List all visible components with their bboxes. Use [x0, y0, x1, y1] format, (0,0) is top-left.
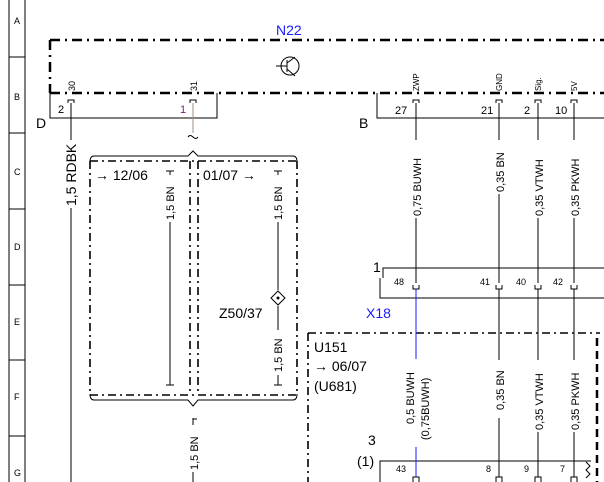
pin-name: Sig. — [534, 77, 543, 91]
wire-label: 1,5 RDBK — [63, 143, 79, 206]
row-label: D — [14, 242, 21, 252]
wire-label: 0,5 BUWH — [405, 372, 417, 424]
pin-number: 9 — [524, 464, 529, 474]
pin-name: 31 — [189, 81, 199, 91]
wire-label: 0,35 VTWH — [534, 159, 546, 216]
pin-number: 42 — [553, 277, 563, 287]
wire-label: 0,35 VTWH — [534, 373, 546, 430]
pin-number: 40 — [516, 277, 526, 287]
pin-number: 27 — [395, 105, 407, 117]
pin-number: 21 — [481, 105, 493, 117]
pin-number: 48 — [394, 277, 404, 287]
row-label: G — [14, 468, 21, 478]
wire-gnd-lower[interactable]: 0,35 BN — [495, 289, 507, 477]
row-label: A — [14, 16, 20, 26]
wire-label: 1,5 BN — [165, 186, 177, 220]
component-u151[interactable]: U151 → 06/07 (U681) 3 (1) 43 8 9 7 — [307, 332, 600, 482]
plug-d-bracket — [49, 93, 218, 119]
wire-sig[interactable]: 0,35 VTWH — [534, 103, 546, 283]
wire-label: 0,35 BN — [495, 152, 507, 192]
wire-31[interactable] — [187, 103, 199, 139]
u151-plug-number: 3 — [368, 432, 376, 448]
wire-gnd[interactable]: 0,35 BN — [495, 103, 507, 283]
z50-label: Z50/37 — [219, 305, 263, 321]
pin-number: 10 — [555, 105, 567, 117]
wire-zwp[interactable]: 0,75 BUWH — [412, 103, 424, 283]
plug-d-label: D — [36, 115, 46, 131]
row-label: B — [14, 92, 20, 102]
wire-5v-lower[interactable]: 0,35 PKWH — [570, 289, 582, 477]
pin-terminals — [67, 99, 578, 103]
variant-group: → 12/06 01/07 → 1,5 BN 1,5 BN 1,5 BN Z50… — [89, 150, 298, 407]
wire-sig-lower[interactable]: 0,35 VTWH — [534, 289, 546, 477]
pin-number: 41 — [480, 277, 490, 287]
u151-alt-label: (U681) — [314, 378, 357, 394]
component-n22[interactable]: N22 30 31 ZWP GND Sig. 5V D 2 1 B — [36, 22, 604, 131]
wire-label: 1,5 BN — [189, 436, 201, 470]
u151-label: U151 — [314, 339, 348, 355]
row-label: F — [14, 392, 20, 402]
pin-number: 8 — [486, 464, 491, 474]
connector-x18[interactable]: 1 48 41 40 42 X18 — [366, 259, 604, 321]
wire-label: 1,5 BN — [273, 338, 285, 372]
row-strip: A B C D E F G — [8, 0, 26, 482]
pin-name: GND — [495, 73, 504, 91]
u151-plug-alt: (1) — [357, 453, 374, 469]
pin-name: ZWP — [412, 73, 421, 91]
wire-label: 0,35 BN — [495, 370, 507, 410]
x18-plug-number: 1 — [373, 259, 381, 275]
wire-label: 0,35 PKWH — [570, 158, 582, 216]
wire-label-alt: (0,75BUWH) — [420, 378, 432, 440]
u151-date: → 06/07 — [314, 358, 367, 374]
pin-name: 5V — [570, 81, 579, 91]
splice-z50[interactable]: Z50/37 — [219, 290, 286, 321]
row-label: E — [14, 317, 20, 327]
wire-label: 0,75 BUWH — [412, 158, 424, 216]
wire-zwp-lower[interactable]: 0,5 BUWH (0,75BUWH) — [405, 289, 432, 477]
wire-label: 0,35 PKWH — [570, 372, 582, 430]
row-label: C — [14, 167, 21, 177]
plug-b-label: B — [359, 115, 368, 131]
variant-left-date: → 12/06 — [95, 167, 148, 183]
pin-number: 43 — [396, 464, 406, 474]
x18-label[interactable]: X18 — [366, 305, 391, 321]
wire-30[interactable]: 1,5 RDBK — [63, 103, 79, 482]
n22-label[interactable]: N22 — [276, 22, 302, 38]
pin-number: 2 — [58, 104, 64, 116]
transistor-icon — [276, 56, 300, 77]
wire-bottom-bn[interactable]: 1,5 BN — [189, 418, 201, 482]
pin-name: 30 — [67, 81, 77, 91]
plug-b-bracket — [376, 93, 604, 119]
wire-5v[interactable]: 0,35 PKWH — [570, 103, 582, 283]
pin-number: 7 — [560, 464, 565, 474]
pin-number: 1 — [180, 104, 186, 116]
variant-right-date: 01/07 → — [203, 167, 256, 183]
wire-label: 1,5 BN — [273, 186, 285, 220]
pin-number: 2 — [524, 105, 530, 117]
